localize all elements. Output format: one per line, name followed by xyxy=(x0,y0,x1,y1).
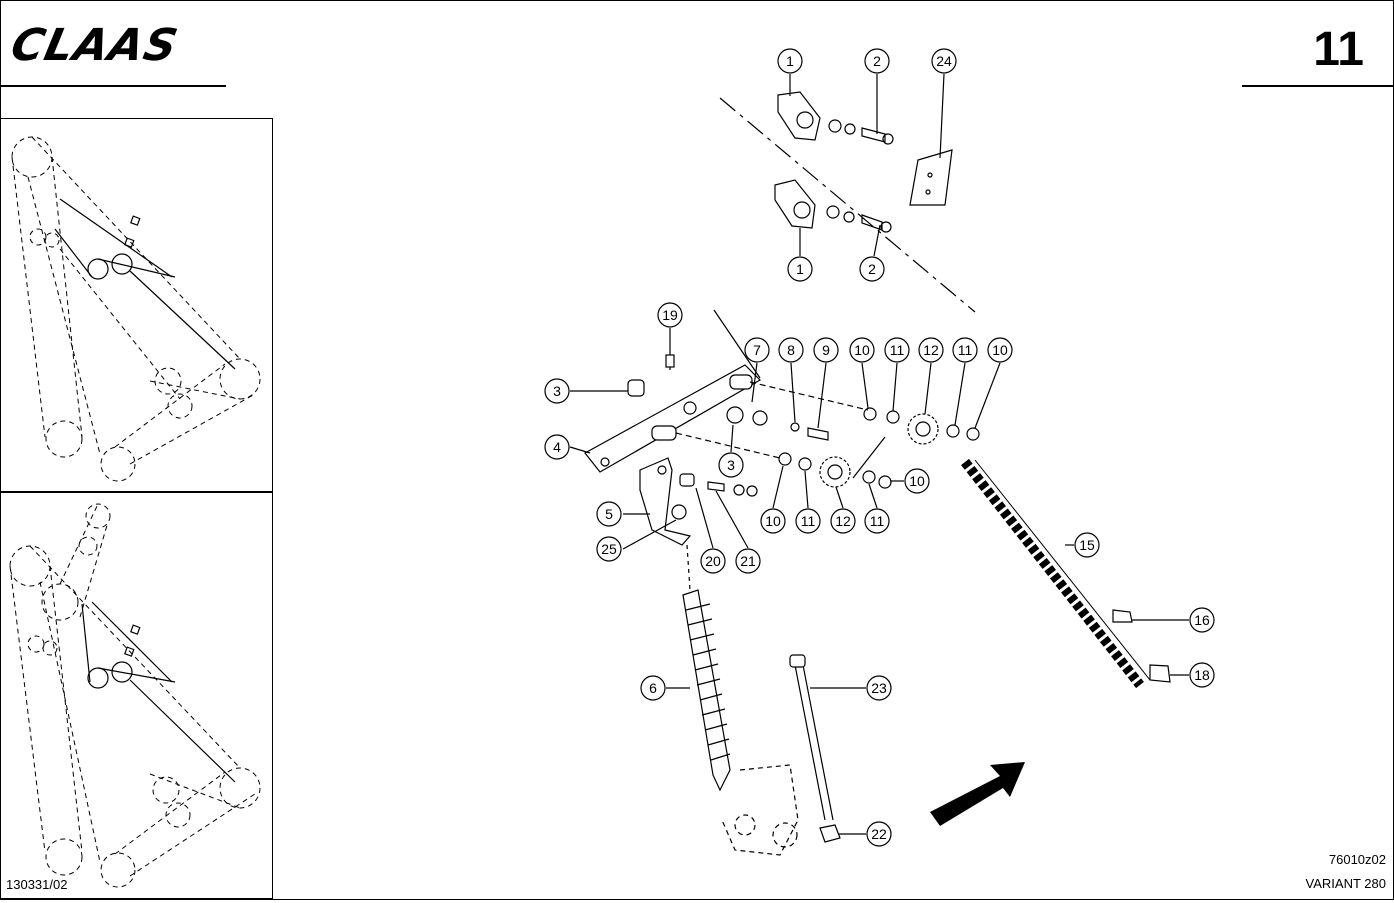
header-rule-right xyxy=(1242,85,1394,87)
callout-19: 19 xyxy=(662,307,678,323)
callout-24: 24 xyxy=(936,53,952,69)
callout-7: 7 xyxy=(753,342,761,358)
callout-12b: 12 xyxy=(835,513,851,529)
callout-10c: 10 xyxy=(765,513,781,529)
callout-18: 18 xyxy=(1194,667,1210,683)
callout-5: 5 xyxy=(605,506,613,522)
header-rule-left xyxy=(0,85,226,87)
callout-16: 16 xyxy=(1194,612,1210,628)
callout-3a: 3 xyxy=(553,383,561,399)
callout-21: 21 xyxy=(740,553,756,569)
callout-10d: 10 xyxy=(909,473,925,489)
callout-6: 6 xyxy=(649,680,657,696)
drawing-ref-right: 76010z02 xyxy=(1328,852,1386,867)
overview-panel-top xyxy=(0,118,273,493)
callout-1a: 1 xyxy=(786,53,794,69)
belt-layout-diagram-bottom xyxy=(9,503,261,888)
callout-11d: 11 xyxy=(870,513,885,529)
callout-11c: 11 xyxy=(801,513,816,529)
callout-11a: 11 xyxy=(890,342,905,358)
callout-2a: 2 xyxy=(873,53,881,69)
callout-10b: 10 xyxy=(992,342,1008,358)
callout-25: 25 xyxy=(601,541,617,557)
callout-23: 23 xyxy=(871,680,887,696)
page-number: 11 xyxy=(1313,23,1364,76)
callout-22: 22 xyxy=(871,826,887,842)
callout-4: 4 xyxy=(553,439,561,455)
drawing-ref-left: 130331/02 xyxy=(6,877,68,892)
overview-panel-bottom xyxy=(0,491,273,899)
callout-20: 20 xyxy=(705,553,721,569)
callout-11b: 11 xyxy=(958,342,973,358)
belt-layout-diagram-top xyxy=(11,136,261,482)
callout-12a: 12 xyxy=(923,342,939,358)
callout-3b: 3 xyxy=(727,457,735,473)
callout-10a: 10 xyxy=(854,342,870,358)
callout-9: 9 xyxy=(822,342,830,358)
callout-8: 8 xyxy=(787,342,795,358)
callout-1b: 1 xyxy=(796,261,804,277)
callout-2b: 2 xyxy=(868,261,876,277)
callout-15: 15 xyxy=(1079,537,1095,553)
model-label: VARIANT 280 xyxy=(1305,876,1386,891)
